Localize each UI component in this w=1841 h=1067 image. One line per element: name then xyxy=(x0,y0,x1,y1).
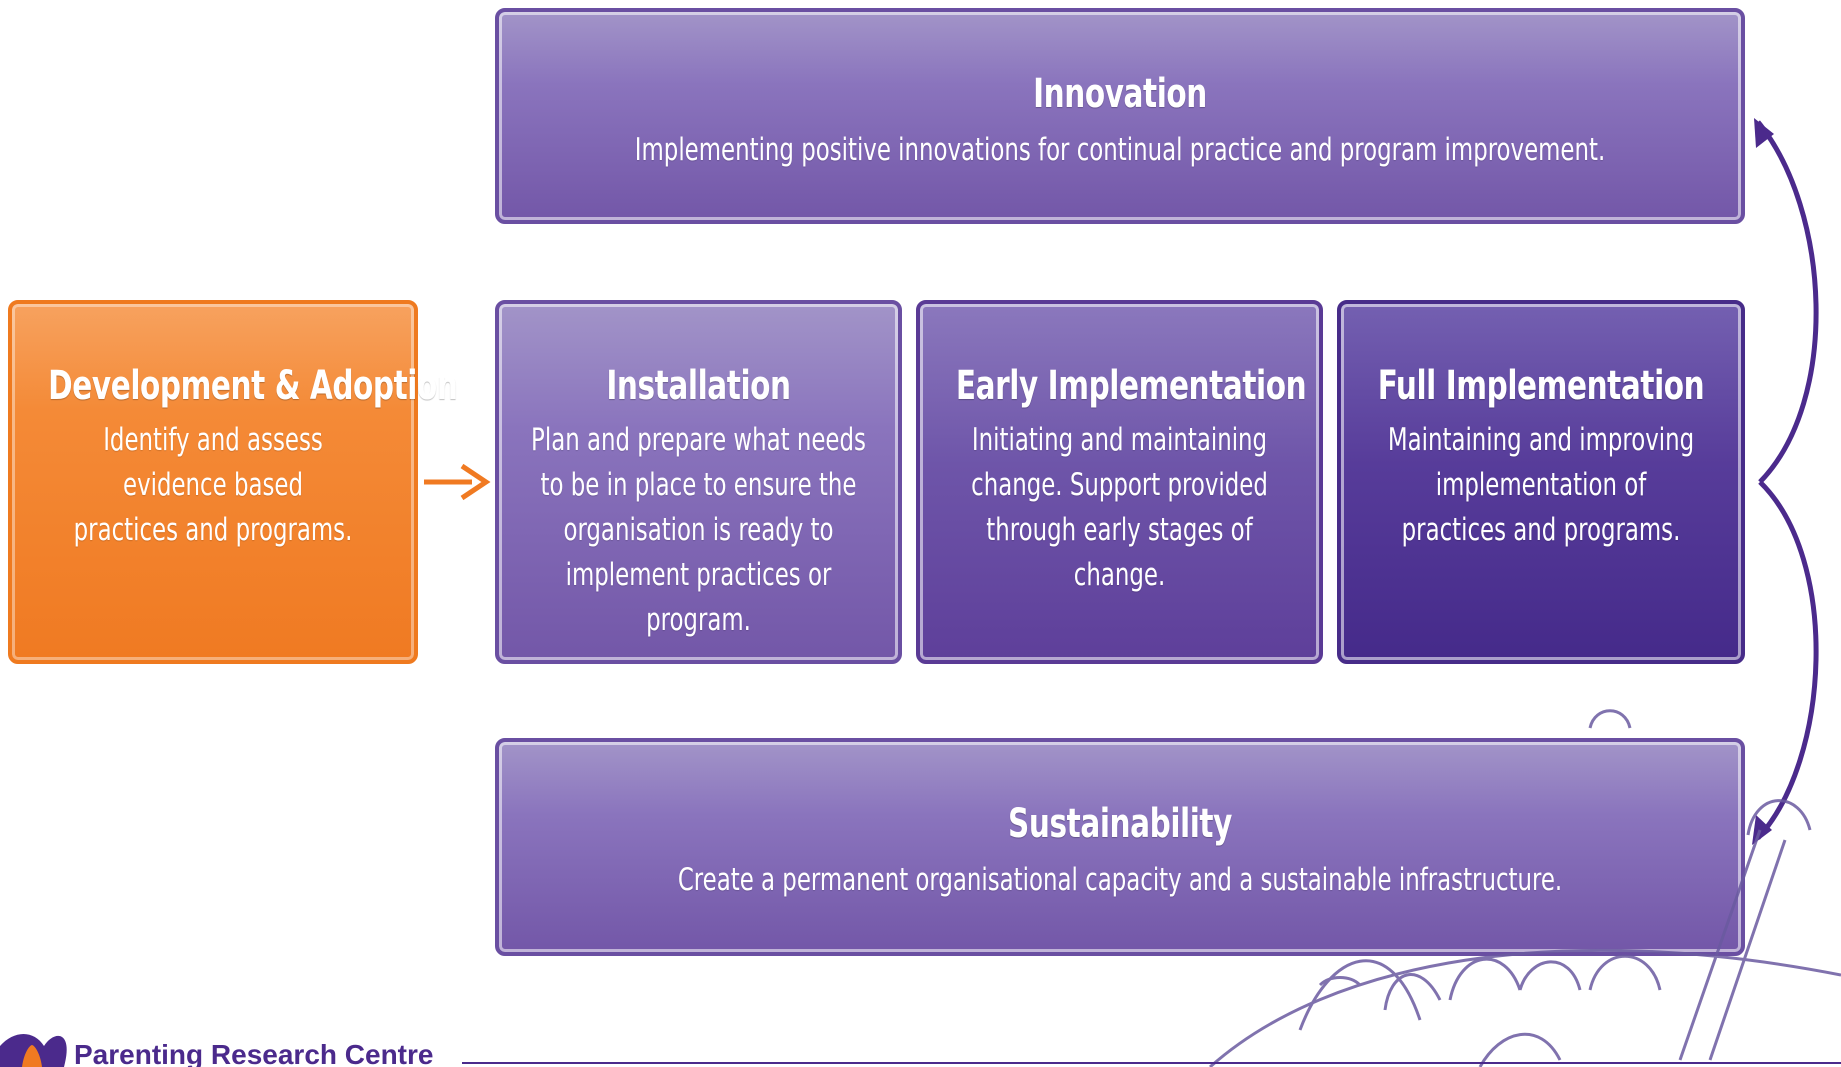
early-implementation-card: Early Implementation Initiating and main… xyxy=(916,300,1323,664)
innovation-title: Innovation xyxy=(1033,71,1207,117)
innovation-description: Implementing positive innovations for co… xyxy=(634,132,1606,168)
sustainability-title: Sustainability xyxy=(1008,801,1232,847)
development-adoption-description: Identify and assess evidence based pract… xyxy=(73,422,353,548)
installation-description: Plan and prepare what needs to be in pla… xyxy=(531,422,866,638)
prc-logo-icon xyxy=(0,1034,67,1067)
innovation-card: Innovation Implementing positive innovat… xyxy=(495,8,1745,224)
development-adoption-card: Development & Adoption Identify and asse… xyxy=(8,300,458,664)
bridge-illustration-icon xyxy=(1209,709,1841,1067)
early-implementation-description: Initiating and maintaining change. Suppo… xyxy=(971,422,1268,593)
installation-title: Installation xyxy=(606,363,791,409)
full-implementation-description: Maintaining and improving implementation… xyxy=(1387,422,1695,548)
bracket-arrows-icon xyxy=(1752,118,1819,845)
sustainability-card: Sustainability Create a permanent organi… xyxy=(495,738,1745,956)
brand-name: Parenting Research Centre xyxy=(74,1039,434,1067)
installation-card: Installation Plan and prepare what needs… xyxy=(495,300,902,664)
early-implementation-title: Early Implementation xyxy=(955,363,1307,409)
full-implementation-title: Full Implementation xyxy=(1377,363,1705,409)
sustainability-description: Create a permanent organisational capaci… xyxy=(677,862,1563,898)
orange-right-arrow-icon xyxy=(424,463,491,501)
full-implementation-card: Full Implementation Maintaining and impr… xyxy=(1337,300,1745,664)
